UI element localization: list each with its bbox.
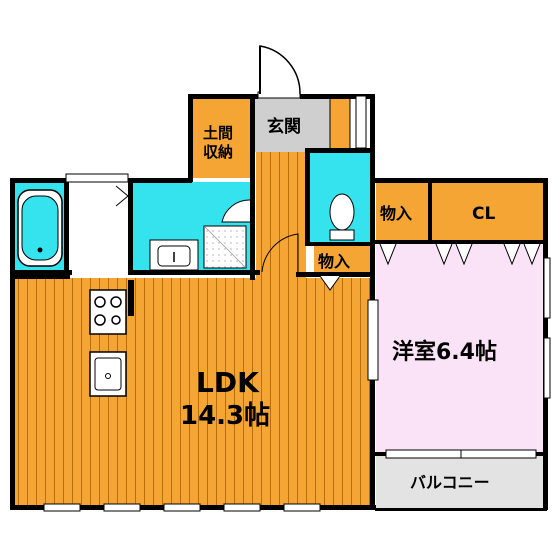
storage-2-floor [314, 244, 370, 274]
bathtub-basin [21, 195, 59, 261]
stove-burner [94, 314, 106, 326]
closet-label: CL [472, 204, 495, 224]
closet-doors [379, 243, 541, 266]
kitchen-sink-drain [105, 373, 111, 379]
storage-2-door-mark [319, 275, 341, 291]
hallway-door-swing [261, 233, 299, 276]
western-room-label: 洋室6.4帖 [392, 339, 497, 365]
toilet-bowl [329, 193, 355, 231]
earth-storage-label-2: 収納 [203, 143, 233, 161]
earth-storage-floor [192, 98, 252, 178]
ldk-floor [14, 278, 370, 506]
western-room-floor [376, 244, 544, 452]
ldk-name-label: LDK [196, 366, 260, 399]
bath-door-mark [115, 185, 129, 207]
closet-floor [432, 182, 544, 242]
bedroom-side-window [367, 299, 379, 381]
bathtub-drain [37, 247, 43, 253]
entrance-label: 玄関 [267, 116, 301, 137]
storage-1-floor [376, 182, 430, 242]
storage-1-label: 物入 [380, 204, 412, 223]
balcony-floor [376, 456, 544, 510]
front-door-swing [259, 45, 301, 95]
earth-storage-label-1: 土間 [203, 124, 233, 142]
washing-machine-pan-line [203, 225, 247, 269]
kitchen-stove [89, 289, 127, 335]
ldk-size-label: 14.3帖 [180, 401, 270, 431]
stove-burner [110, 296, 122, 308]
stove-burner [111, 315, 121, 325]
toilet-tank [329, 229, 355, 241]
washroom-door-swing [221, 199, 251, 223]
storage-2-label: 物入 [318, 252, 350, 271]
balcony-label: バルコニー [410, 473, 490, 492]
stove-burner [94, 296, 106, 308]
shoe-cabinet [329, 97, 351, 153]
windows [43, 95, 551, 512]
